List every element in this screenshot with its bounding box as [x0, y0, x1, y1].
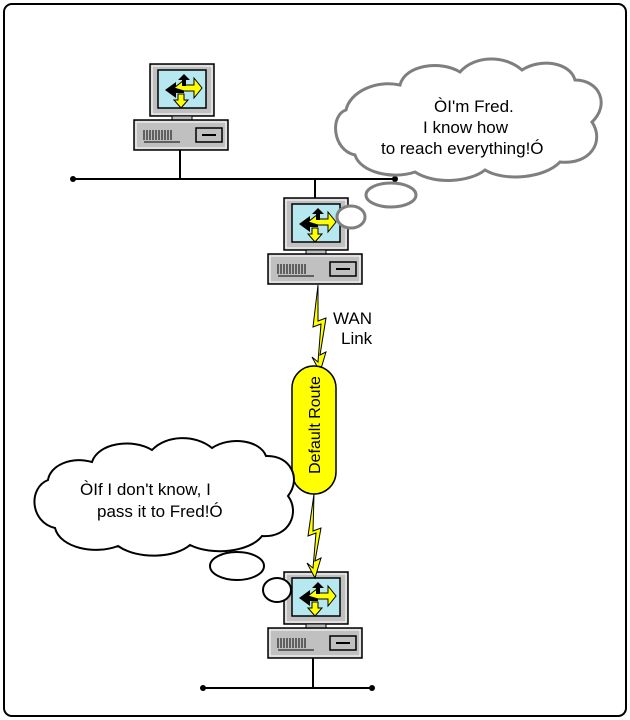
default-route-pill: Default Route [291, 365, 337, 495]
thought-bubble-icon [334, 57, 603, 230]
lightning-bolt-icon [306, 493, 322, 580]
lan-segment-top [70, 150, 398, 199]
fred-bubble-line3: to reach everything!Ó [381, 139, 544, 158]
lan-segment-bottom [200, 658, 375, 691]
default-route-label: Default Route [307, 376, 324, 474]
wan-link-label-line1: WAN [333, 309, 372, 328]
fred-bubble-line2: I know how [423, 118, 509, 137]
local-bubble-line2: pass it to Fred!Ó [97, 502, 223, 521]
fred-bubble-line1: ÒI'm Fred. [434, 97, 514, 116]
wan-link-label-line2: Link [341, 329, 373, 348]
thought-bubble-icon [33, 437, 295, 603]
local-bubble-line1: ÒIf I don't know, I [80, 480, 211, 499]
